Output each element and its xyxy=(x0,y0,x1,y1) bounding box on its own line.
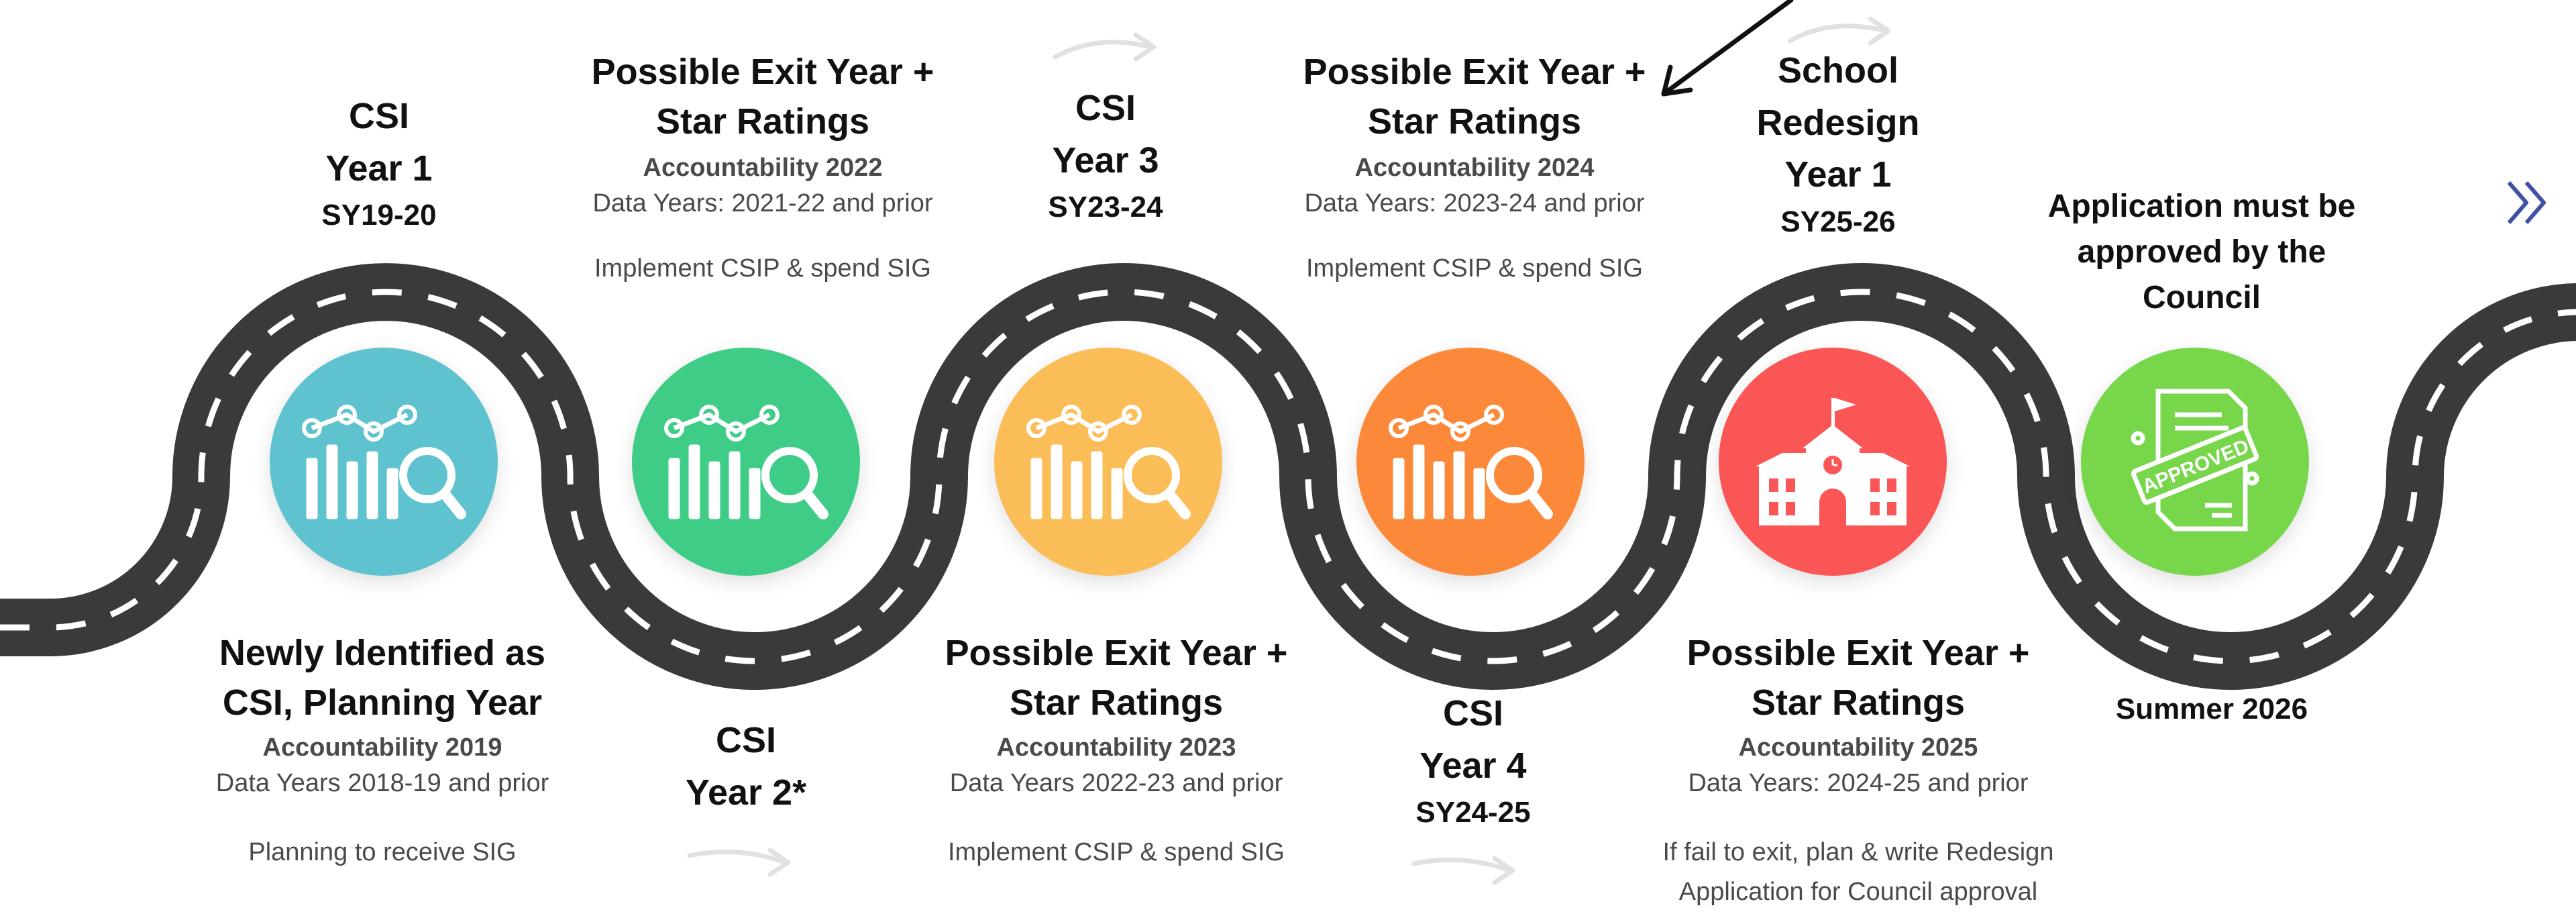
school-redesign-line3: Year 1 xyxy=(1784,154,1892,195)
exit-2023-line1: Possible Exit Year + xyxy=(945,633,1288,673)
csi-year2-line2: Year 2* xyxy=(685,772,807,813)
csi-year1-sy: SY19-20 xyxy=(321,199,437,232)
curved-arrow-icon xyxy=(1787,16,1891,46)
school-redesign-block: School Redesign Year 1 SY25-26 xyxy=(1756,48,1919,240)
exit-2022-note: Implement CSIP & spend SIG xyxy=(594,254,931,283)
exit-2025-line1: Possible Exit Year + xyxy=(1686,633,2030,673)
exit-2023-data-years: Data Years 2022-23 and prior xyxy=(949,769,1283,797)
chart-magnifier-icon xyxy=(302,405,466,519)
csi-year3-block: CSI Year 3 SY23-24 xyxy=(1048,86,1163,225)
chart-magnifier-icon xyxy=(664,405,828,519)
double-chevron-right-icon xyxy=(2507,181,2546,224)
stage-circle-1 xyxy=(270,348,498,576)
csi-year2-block: CSI Year 2* xyxy=(686,718,806,815)
stage-circle-5 xyxy=(1719,348,1947,576)
exit-2023-accountability: Accountability 2023 xyxy=(996,733,1236,762)
newly-identified-block: Newly Identified as CSI, Planning Year A… xyxy=(216,631,549,871)
exit-2023-line2: Star Ratings xyxy=(1009,682,1224,723)
curved-arrow-icon xyxy=(1411,856,1515,885)
exit-2023-block: Possible Exit Year + Star Ratings Accoun… xyxy=(945,631,1288,871)
stage-circle-4 xyxy=(1356,348,1585,576)
school-redesign-line2: Redesign xyxy=(1756,102,1920,143)
newly-accountability: Accountability 2019 xyxy=(262,733,502,762)
road-lane-markings xyxy=(0,289,2576,664)
csi-year2-line1: CSI xyxy=(715,720,777,760)
csi-year3-sy: SY23-24 xyxy=(1048,191,1163,223)
curved-arrow-icon xyxy=(687,848,791,877)
csi-year4-block: CSI Year 4 SY24-25 xyxy=(1415,691,1530,831)
exit-2024-note: Implement CSIP & spend SIG xyxy=(1306,254,1643,283)
newly-line2: CSI, Planning Year xyxy=(222,682,543,723)
school-redesign-sy: SY25-26 xyxy=(1780,205,1896,238)
exit-2025-block: Possible Exit Year + Star Ratings Accoun… xyxy=(1663,631,2054,911)
newly-data-years: Data Years 2018-19 and prior xyxy=(215,769,549,797)
approved-document-icon: APPROVED xyxy=(2131,389,2259,531)
exit-2022-block: Possible Exit Year + Star Ratings Accoun… xyxy=(592,50,934,287)
csi-year3-line2: Year 3 xyxy=(1052,140,1159,181)
exit-2024-block: Possible Exit Year + Star Ratings Accoun… xyxy=(1303,50,1646,287)
stage-circle-6: APPROVED xyxy=(2081,348,2309,576)
exit-2025-line2: Star Ratings xyxy=(1751,682,1966,723)
stage-circle-3 xyxy=(994,348,1222,576)
exit-2024-line2: Star Ratings xyxy=(1367,101,1582,142)
council-line3: Council xyxy=(2142,280,2261,315)
newly-note: Planning to receive SIG xyxy=(248,838,517,866)
exit-2022-accountability: Accountability 2022 xyxy=(643,154,883,182)
csi-year4-line2: Year 4 xyxy=(1419,745,1527,786)
csi-year4-sy: SY24-25 xyxy=(1415,796,1531,829)
exit-2024-data-years: Data Years: 2023-24 and prior xyxy=(1304,189,1645,217)
chart-magnifier-icon xyxy=(1026,405,1191,519)
exit-2022-line2: Star Ratings xyxy=(655,101,870,142)
csi-year1-line1: CSI xyxy=(348,96,410,136)
exit-2024-line1: Possible Exit Year + xyxy=(1303,52,1646,92)
summer-2026-label: Summer 2026 xyxy=(2115,693,2308,725)
csi-year4-line1: CSI xyxy=(1442,693,1504,733)
exit-2025-note1: If fail to exit, plan & write Redesign xyxy=(1662,838,2054,866)
council-line2: approved by the xyxy=(2077,234,2326,270)
chart-magnifier-icon xyxy=(1389,405,1553,519)
exit-2024-accountability: Accountability 2024 xyxy=(1354,154,1595,182)
csi-year3-line1: CSI xyxy=(1075,88,1136,128)
newly-line1: Newly Identified as xyxy=(219,633,546,673)
school-building-icon xyxy=(1756,398,1910,525)
exit-2025-accountability: Accountability 2025 xyxy=(1738,733,1978,762)
council-approval-block: Application must be approved by the Coun… xyxy=(2048,187,2356,318)
stage-circle-2 xyxy=(632,348,860,576)
curved-arrow-icon xyxy=(1053,32,1157,62)
council-line1: Application must be xyxy=(2047,189,2356,224)
exit-2022-data-years: Data Years: 2021-22 and prior xyxy=(592,189,933,217)
diagonal-arrow-icon xyxy=(1661,0,1794,97)
exit-2025-note2: Application for Council approval xyxy=(1678,878,2038,907)
csi-year1-block: CSI Year 1 SY19-20 xyxy=(321,94,436,234)
exit-2023-note: Implement CSIP & spend SIG xyxy=(948,838,1285,866)
csi-year1-line2: Year 1 xyxy=(325,148,433,189)
exit-2022-line1: Possible Exit Year + xyxy=(591,52,934,92)
school-redesign-line1: School xyxy=(1777,50,1898,91)
exit-2025-data-years: Data Years: 2024-25 and prior xyxy=(1688,769,2029,797)
